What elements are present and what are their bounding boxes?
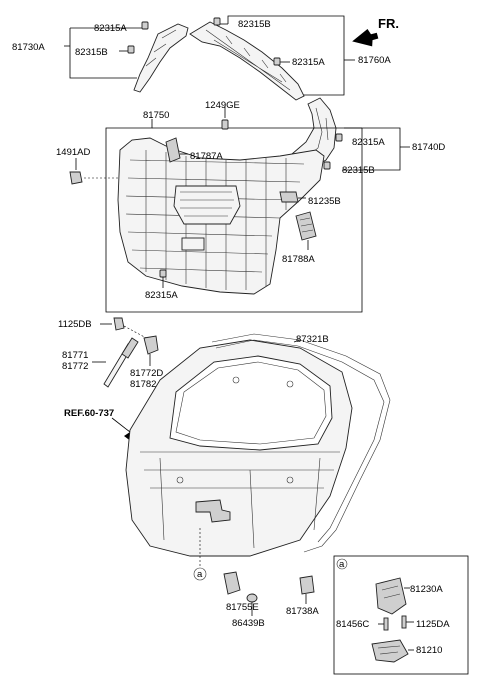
bolt-1125DA: [401, 615, 407, 629]
label-81456C: 81456C: [336, 619, 369, 630]
label-81772: 81772: [62, 361, 88, 372]
group-tailgate: REF.60-737 87321B a: [64, 333, 391, 581]
grommet-86439B: [246, 593, 258, 603]
group-81730A: 82315A 81730A 82315B: [12, 21, 189, 93]
label-1249GE: 1249GE: [205, 100, 240, 111]
label-81772D: 81772D: [130, 368, 163, 379]
front-direction-label: FR.: [378, 16, 399, 31]
label-1125DB: 1125DB: [58, 319, 92, 330]
group-1491AD: 1491AD: [56, 147, 90, 185]
label-81782: 81782: [130, 379, 156, 390]
reference-label: REF.60-737: [64, 408, 114, 419]
bolt-1125DB: [113, 317, 125, 331]
label-81755E: 81755E: [226, 602, 259, 613]
front-arrow-icon: [352, 29, 379, 47]
label-81730A: 81730A: [12, 42, 45, 53]
weatherstrip-87321B: [211, 333, 391, 553]
label-81738A: 81738A: [286, 606, 319, 617]
callout-letter: a: [197, 569, 203, 580]
label-81760A: 81760A: [358, 55, 391, 66]
label-81235B: 81235B: [308, 196, 341, 207]
clip-82315A-d: [159, 269, 167, 278]
callout-circle-a: [193, 567, 207, 581]
clip-82315B-b: [213, 17, 221, 26]
clip-82315A-b: [273, 57, 281, 66]
label-81230A: 81230A: [410, 584, 443, 595]
detail-callout-letter: a: [339, 559, 345, 570]
label-81210: 81210: [416, 645, 442, 656]
label-1491AD: 1491AD: [56, 147, 90, 158]
clip-82315A-a: [141, 21, 149, 30]
bumper-81755E: [223, 571, 241, 595]
label-81787A: 81787A: [190, 151, 223, 162]
clip-82315B-a: [127, 45, 135, 54]
label-82315A-b: 82315A: [292, 57, 325, 68]
group-strut: 1125DB 81771 81772 81772D 81782: [58, 317, 163, 390]
label-82315A-a: 82315A: [94, 23, 127, 34]
bracket-81787A: [165, 137, 181, 163]
label-82315A-c: 82315A: [352, 137, 385, 148]
trim-81730A: [133, 23, 189, 93]
group-bottom-parts: 81755E 86439B 81738A: [223, 571, 319, 629]
clip-82315B-c: [323, 161, 331, 170]
group-81760A: 82315B 82315A 81760A: [189, 15, 391, 101]
cover-81788A: [295, 211, 317, 241]
clip-82315A-c: [335, 133, 343, 142]
bolt-1249GE: [221, 119, 229, 130]
trim-81760A: [189, 21, 305, 101]
label-82315B-c: 82315B: [342, 165, 375, 176]
bolt-81456C: [383, 617, 389, 631]
label-82315A-d: 82315A: [145, 290, 178, 301]
label-81771: 81771: [62, 350, 88, 361]
detail-box-a: a 81230A 81456C 1125DA 81210: [333, 555, 469, 675]
label-81750: 81750: [143, 110, 169, 121]
stopper-81738A: [299, 575, 315, 595]
front-direction-indicator: FR.: [352, 16, 399, 47]
handle-81235B: [279, 191, 299, 203]
label-81740D: 81740D: [412, 142, 445, 153]
latch-assembly-81210: [371, 639, 409, 663]
label-82315B-a: 82315B: [75, 47, 108, 58]
clip-1491AD: [69, 171, 83, 185]
label-87321B: 87321B: [296, 334, 329, 345]
label-1125DA: 1125DA: [416, 619, 450, 630]
label-86439B: 86439B: [232, 618, 265, 629]
group-81750: 81750 1249GE 81787A 81235B 81788A 82315A: [84, 100, 363, 313]
bracket-81772D: [143, 335, 159, 355]
label-81788A: 81788A: [282, 254, 315, 265]
label-82315B-b: 82315B: [238, 19, 271, 30]
